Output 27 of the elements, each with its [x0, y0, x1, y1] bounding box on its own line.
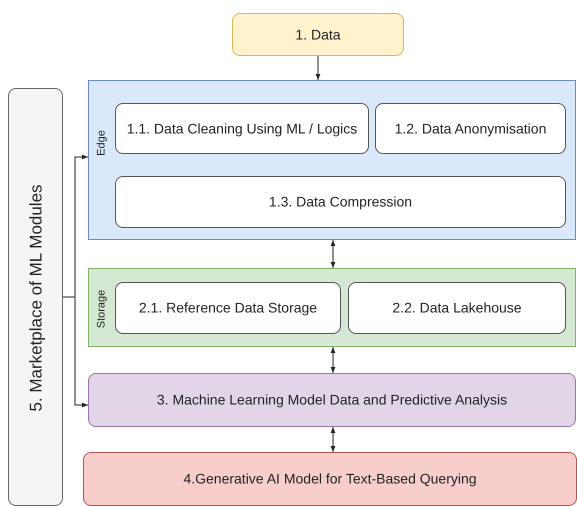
- arrow: [316, 56, 320, 80]
- box-label: 2.2. Data Lakehouse: [391, 300, 523, 316]
- process-box: [232, 13, 404, 56]
- process-box: [115, 103, 369, 154]
- arrow: [62, 296, 88, 408]
- process-box: [115, 282, 341, 334]
- process-box: [348, 282, 566, 334]
- vertical-label: 5. Marketplace of ML Modules: [28, 184, 44, 412]
- box-label: 1.1. Data Cleaning Using ML / Logics: [126, 120, 358, 137]
- process-box: [83, 452, 577, 506]
- process-box: [115, 176, 566, 228]
- box-label: 1.2. Data Anonymisation: [394, 120, 548, 137]
- box-label: 2.1. Reference Data Storage: [138, 300, 318, 316]
- box-label: 1.3. Data Compression: [268, 194, 414, 210]
- process-box: [375, 103, 566, 154]
- vertical-label: Storage: [94, 290, 108, 328]
- vertical-label: Edge: [94, 130, 108, 156]
- box-label: 3. Machine Learning Model Data and Predictive Analysis: [156, 392, 508, 408]
- arrow: [330, 346, 336, 374]
- arrow: [330, 240, 336, 268]
- group-panel: [88, 268, 576, 347]
- process-box: [88, 373, 576, 427]
- sidebar-box: [8, 88, 63, 506]
- group-panel: [88, 80, 576, 240]
- arrow: [330, 426, 336, 452]
- box-label: 1. Data: [294, 26, 342, 43]
- box-label: 4.Generative AI Model for Text-Based Querying: [182, 470, 478, 488]
